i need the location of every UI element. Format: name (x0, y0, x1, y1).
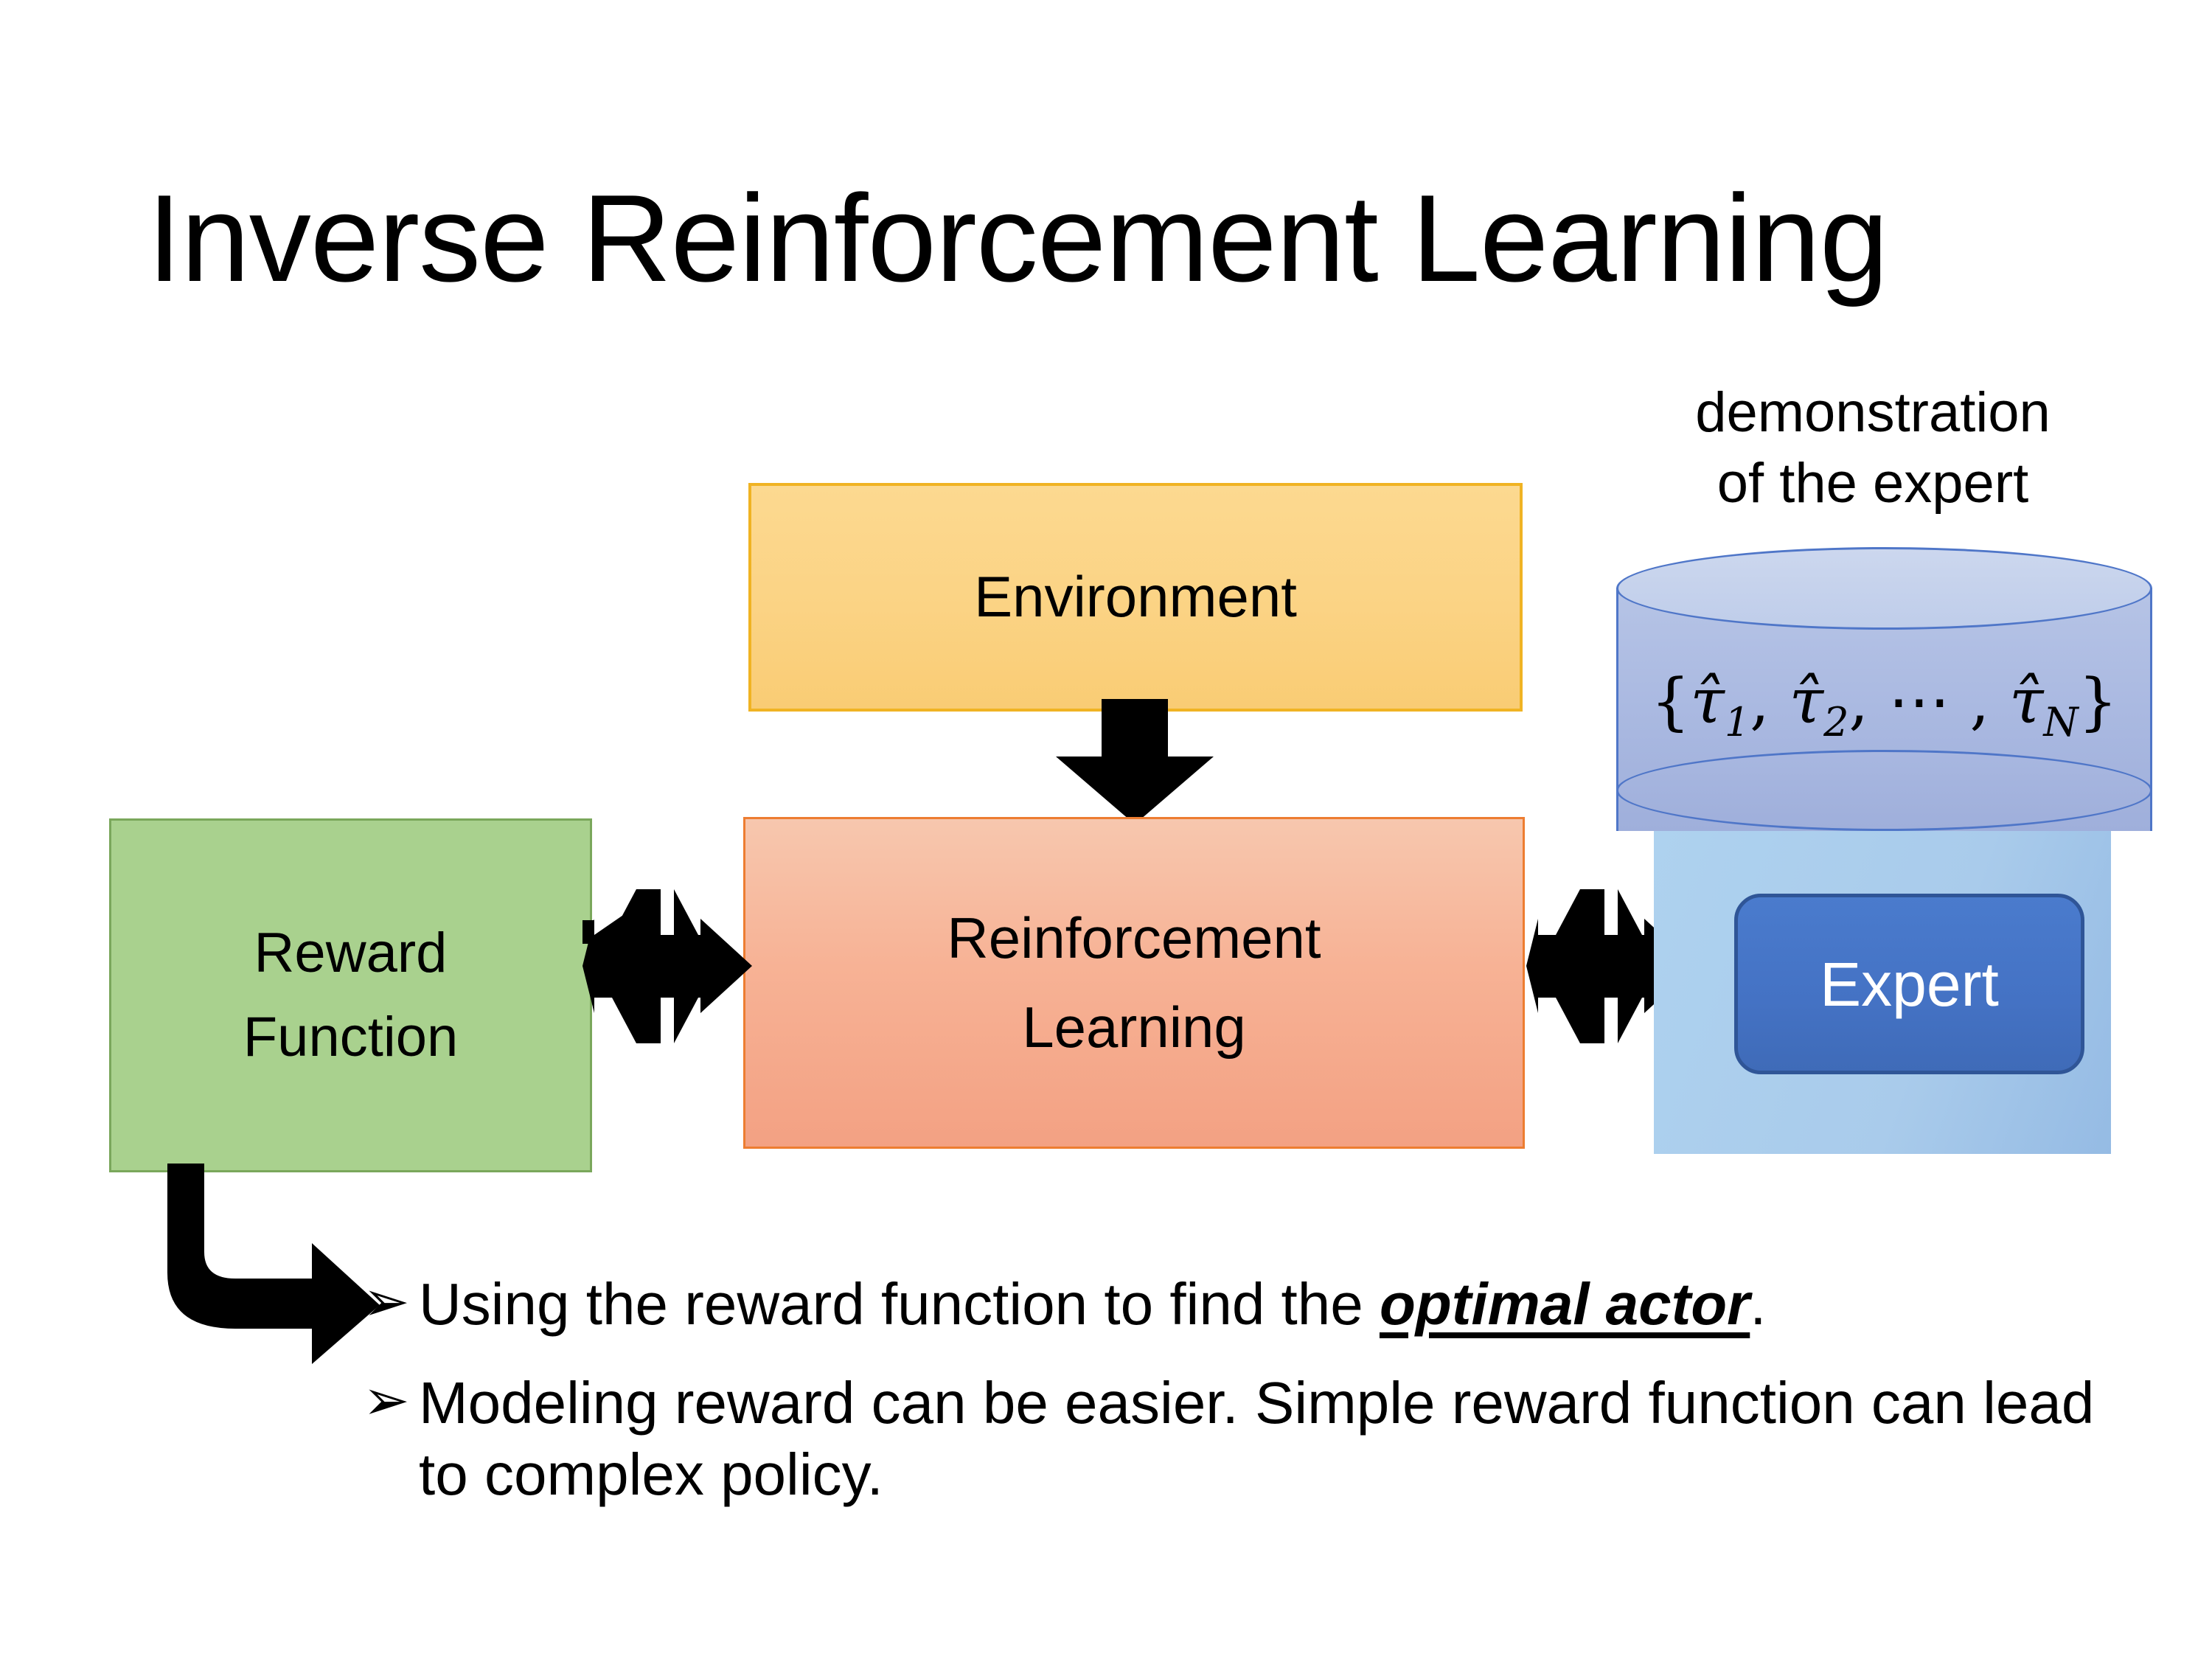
list-item: ➢ Modeling reward can be easier. Simple … (363, 1367, 2096, 1511)
demonstration-caption-line1: demonstration (1695, 381, 2051, 444)
cylinder-top-ellipse (1616, 547, 2152, 630)
formula-sub-n: N (2043, 698, 2079, 745)
bullet-marker-icon: ➢ (363, 1368, 410, 1432)
expert-box-label: Expert (1820, 949, 1999, 1019)
demonstration-caption: demonstration of the expert (1622, 378, 2124, 519)
bullet-item-1-suffix: . (1750, 1271, 1767, 1337)
bullet-item-2-text: Modeling reward can be easier. Simple re… (419, 1369, 2095, 1508)
quad-arrow-reward-rl-icon (582, 876, 752, 1057)
bullet-item-1-prefix: Using the reward function to find the (419, 1271, 1380, 1337)
quad-arrow-rl-expert-icon (1526, 876, 1696, 1057)
bullet-list: ➢ Using the reward function to find the … (363, 1268, 2096, 1537)
formula-tau-n: τ̂ (2008, 665, 2044, 737)
rl-box-label-line1: Reinforcement (947, 905, 1321, 971)
environment-box-label: Environment (974, 564, 1297, 630)
down-arrow-icon (1056, 699, 1214, 824)
demonstration-caption-line2: of the expert (1717, 451, 2029, 515)
expert-box[interactable]: Expert (1734, 894, 2084, 1074)
reinforcement-learning-box[interactable]: Reinforcement Learning (743, 817, 1525, 1149)
rl-box-label-line2: Learning (1022, 995, 1246, 1060)
formula-tau-2: τ̂ (1789, 665, 1824, 737)
bullet-item-1-text: Using the reward function to find the op… (419, 1268, 2096, 1340)
demonstration-cylinder[interactable]: {τ̂1, τ̂2, ⋯ , τ̂N} (1616, 547, 2152, 872)
trajectory-set-formula: {τ̂1, τ̂2, ⋯ , τ̂N} (1616, 665, 2152, 745)
formula-sub-1: 1 (1724, 698, 1750, 745)
elbow-arrow-icon (159, 1164, 402, 1377)
bullet-marker-icon: ➢ (363, 1270, 410, 1333)
formula-ellipsis: , ⋯ , (1848, 665, 2009, 737)
page-title: Inverse Reinforcement Learning (147, 169, 1889, 307)
list-item: ➢ Using the reward function to find the … (363, 1268, 2096, 1340)
environment-box[interactable]: Environment (748, 483, 1523, 712)
reward-box-label-line2: Function (243, 1006, 459, 1068)
formula-open-brace: { (1650, 665, 1691, 737)
reward-box-label-line1: Reward (254, 922, 448, 984)
formula-close-brace: } (2078, 665, 2118, 737)
bullet-item-1-emphasis: optimal actor (1379, 1271, 1750, 1337)
cylinder-bottom-ellipse (1616, 750, 2152, 831)
formula-sub-2: 2 (1823, 698, 1849, 745)
reward-function-box[interactable]: Reward Function (109, 818, 592, 1172)
formula-comma-1: , (1750, 665, 1790, 737)
formula-tau-1: τ̂ (1690, 665, 1725, 737)
